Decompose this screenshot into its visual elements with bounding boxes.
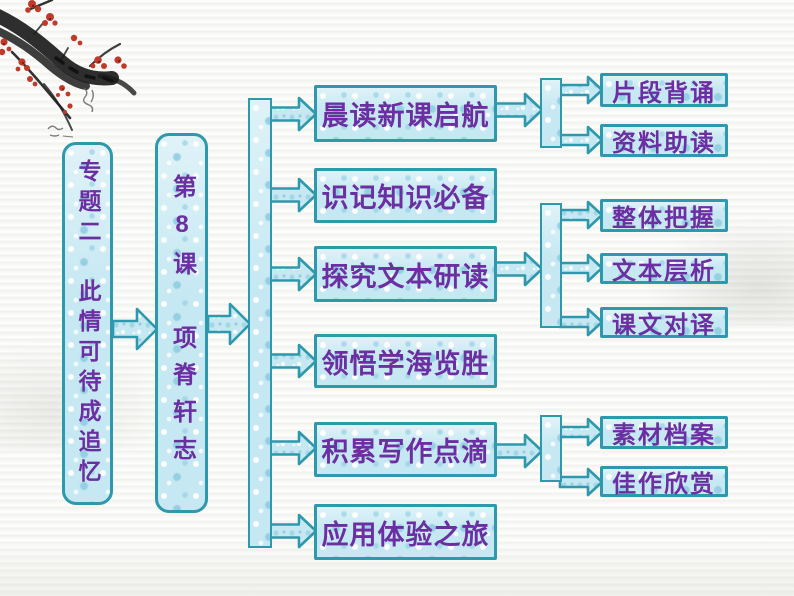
topic-box-label: 专题二 此情可待成追忆 [75,158,101,489]
section-label: 晨读新课启航 [321,101,490,131]
arrow-spine-to-section-2 [268,177,318,213]
subsection-box-zi-liao[interactable]: 资料助读 [600,124,728,157]
section-box-ying-yong[interactable]: 应用体验之旅 [314,504,497,560]
arrow-branch-to-sub [558,467,604,497]
arrow-spine-to-section-3 [268,256,318,292]
section-label: 积累写作点滴 [321,437,490,467]
section-box-chen-du[interactable]: 晨读新课启航 [314,85,497,142]
subsection-box-pian-duan[interactable]: 片段背诵 [600,73,728,107]
branch-bar-3 [540,415,562,482]
arrow-spine-to-section-4 [268,343,318,379]
branch-bar-1 [540,78,562,148]
flow-spine-bar [248,98,272,548]
arrow-branch-to-sub [558,125,604,155]
subsection-box-jia-zuo[interactable]: 佳作欣赏 [600,466,728,498]
topic-box: 专题二 此情可待成追忆 [62,142,113,505]
subsection-box-su-cai[interactable]: 素材档案 [600,416,728,449]
lesson-box-label: 第8课 项脊轩志 [168,173,196,473]
signature-squiggle [47,87,94,138]
section-box-ling-wu[interactable]: 领悟学海览胜 [314,334,497,388]
arrow-branch-to-sub [558,200,604,230]
subsection-label: 整体把握 [612,205,716,232]
subsection-label: 佳作欣赏 [612,471,716,498]
arrow-branch-to-sub [558,417,604,447]
section-box-ji-lei[interactable]: 积累写作点滴 [314,422,497,477]
arrow-spine-to-section-6 [268,513,318,549]
subsection-label: 资料助读 [612,130,716,157]
arrow-topic-to-lesson [111,307,159,351]
subsection-label: 片段背诵 [612,79,716,107]
section-label: 探究文本研读 [321,261,490,292]
subsection-box-ke-wen[interactable]: 课文对译 [600,307,728,339]
section-label: 领悟学海览胜 [321,348,490,379]
section-box-tan-jiu[interactable]: 探究文本研读 [314,246,497,302]
arrow-section5-to-branch [493,433,544,469]
subsection-label: 课文对译 [612,312,716,339]
arrow-branch-to-sub [558,307,604,337]
section-label: 应用体验之旅 [321,519,490,550]
section-box-shi-ji[interactable]: 识记知识必备 [314,168,497,223]
subsection-label: 素材档案 [612,422,716,449]
arrow-spine-to-section-5 [268,430,318,466]
arrow-spine-to-section-1 [268,96,318,132]
arrow-section1-to-branch [493,92,544,128]
subsection-box-zheng-ti[interactable]: 整体把握 [600,199,728,232]
subsection-label: 文本层析 [612,258,716,285]
arrow-branch-to-sub [558,75,604,105]
arrow-lesson-to-spine [206,302,252,346]
branch-bar-2 [540,203,562,328]
lesson-box: 第8课 项脊轩志 [155,133,208,513]
arrow-branch-to-sub [558,253,604,283]
subsection-box-wen-ben[interactable]: 文本层析 [600,253,728,285]
section-label: 识记知识必备 [321,183,490,213]
blossom-cluster [25,0,42,13]
arrow-section3-to-branch [493,251,544,287]
mountain-mist [0,320,250,450]
